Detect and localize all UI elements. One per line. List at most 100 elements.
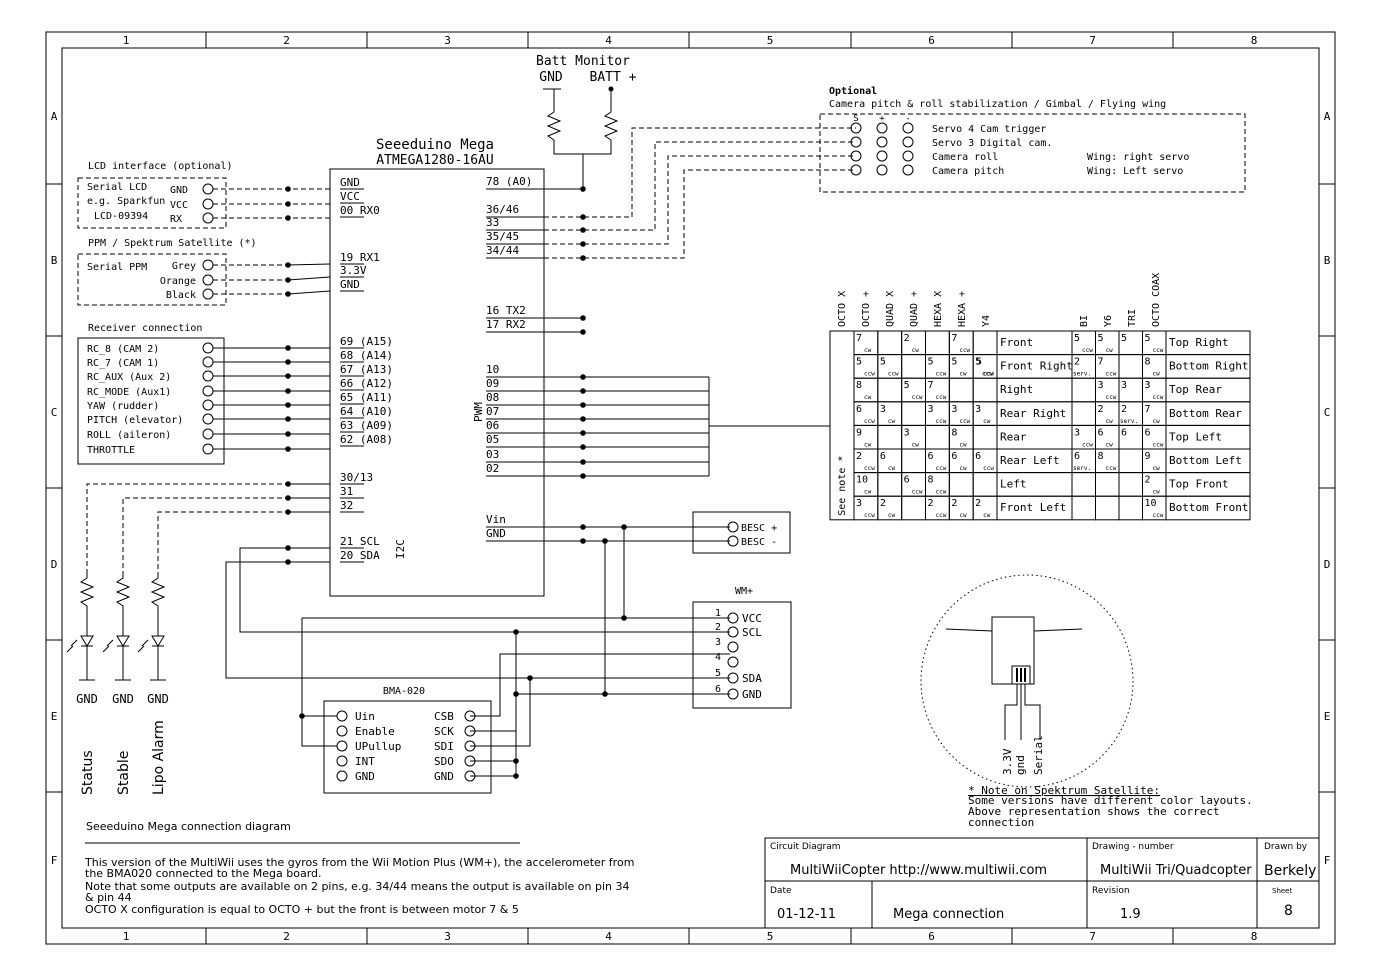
mega-right-pin: 07 — [486, 405, 499, 418]
description: Seeeduino Mega connection diagram This v… — [84, 820, 634, 916]
motor-number: 8 — [856, 380, 862, 391]
motor-number: 8 — [1098, 451, 1104, 462]
motor-rotation: ccw — [936, 371, 947, 378]
resistor-icon — [115, 574, 131, 636]
besc-connector: BESC +BESC - — [692, 511, 791, 554]
column-label: 7 — [1089, 930, 1096, 943]
motor-number: 7 — [928, 380, 934, 391]
ppm-title: PPM / Spektrum Satellite (*) — [88, 238, 257, 249]
motor-rotation: serv. — [1073, 371, 1091, 378]
motor-rotation: serv. — [1073, 465, 1091, 472]
wm-pin-number: 5 — [715, 668, 721, 679]
led-label: Stable — [116, 751, 132, 795]
wm-pin — [727, 641, 739, 653]
wm-pin-number: 1 — [715, 608, 721, 619]
motor-number: 5 — [880, 357, 886, 368]
column-label: 7 — [1089, 34, 1096, 47]
motor-number: 6 — [1098, 427, 1104, 438]
motor-rotation: ccw — [936, 418, 947, 425]
motor-number: 5 — [975, 357, 981, 368]
desc-line: This version of the MultiWii uses the gy… — [84, 856, 634, 869]
motor-rotation: cw — [1153, 371, 1161, 378]
motor-config-header: TRI — [1127, 309, 1138, 327]
motor-rotation: ccw — [983, 371, 994, 378]
row-label: D — [51, 558, 58, 571]
motor-rotation: ccw — [936, 394, 947, 401]
motor-number: 3 — [904, 427, 910, 438]
note-line: Some versions have different color layou… — [968, 794, 1253, 807]
motor-rotation: cw — [983, 418, 991, 425]
lcd-line: e.g. Sparkfun — [87, 196, 165, 207]
mega-left-pin: 19 RX1 — [340, 251, 380, 264]
column-label: 5 — [767, 930, 774, 943]
motor-position-label: Bottom Left — [1169, 454, 1242, 467]
camera-servo-label: Servo 3 Digital cam. — [932, 138, 1052, 149]
note-line: Above representation shows the correct — [968, 805, 1220, 818]
motor-number: 7 — [1145, 404, 1151, 415]
spektrum-satellite-drawing: 3.3V gnd Serial — [920, 574, 1134, 788]
desc-line: Note that some outputs are available on … — [85, 880, 630, 893]
mega-left-pin: 67 (A13) — [340, 363, 393, 376]
motor-number: 10 — [856, 475, 868, 486]
mega-right-pin: 33 — [486, 216, 499, 229]
receiver-pin-label: YAW (rudder) — [87, 401, 159, 412]
motor-rotation: cw — [888, 465, 896, 472]
motor-position-label: Top Right — [1169, 336, 1229, 349]
motor-number: 8 — [1145, 357, 1151, 368]
motor-number: 3 — [1074, 427, 1080, 438]
bma-pin — [336, 710, 348, 722]
batt-title: Batt Monitor — [536, 54, 630, 69]
motor-rotation: cw — [888, 512, 896, 519]
motor-rotation: ccw — [888, 371, 899, 378]
lcd-line: Serial LCD — [87, 182, 147, 193]
motor-rotation: cw — [983, 512, 991, 519]
motor-rotation: ccw — [1153, 512, 1164, 519]
mega-right-pin: 10 — [486, 363, 499, 376]
motor-number: 3 — [951, 404, 957, 415]
row-label: B — [51, 254, 58, 267]
motor-number: 5 — [1074, 333, 1080, 344]
motor-rotation: ccw — [936, 512, 947, 519]
column-label: 2 — [283, 930, 290, 943]
receiver-pin-label: PITCH (elevator) — [87, 415, 183, 426]
mega-left-pin: 31 — [340, 485, 353, 498]
led-icon — [151, 635, 165, 647]
motor-rotation: ccw — [1153, 347, 1164, 354]
servo-pin — [876, 136, 888, 148]
title-block: Circuit Diagram MultiWiiCopter http://ww… — [764, 837, 1320, 929]
motor-number: 8 — [951, 427, 957, 438]
motor-rotation: ccw — [959, 418, 970, 425]
mega-left-pin: 69 (A15) — [340, 335, 393, 348]
wm-pin-number: 2 — [715, 622, 721, 633]
motor-number: 6 — [856, 404, 862, 415]
receiver-pin-label: ROLL (aileron) — [87, 430, 171, 441]
receiver-pin-label: RC_8 (CAM 2) — [87, 344, 159, 355]
motor-number: 2 — [928, 498, 934, 509]
circuit-label: Circuit Diagram — [770, 842, 840, 852]
column-label: 4 — [605, 34, 612, 47]
mega-left-pin: 63 (A09) — [340, 419, 393, 432]
mega-right-pin: GND — [486, 527, 506, 540]
motor-number: 6 — [1074, 451, 1080, 462]
lcd-pin-label: GND — [170, 185, 188, 196]
motor-rotation: ccw — [1106, 465, 1117, 472]
motor-rotation: ccw — [936, 465, 947, 472]
column-label: 3 — [444, 34, 451, 47]
mega-left-pin: 66 (A12) — [340, 377, 393, 390]
sat-pin-serial: Serial — [1032, 735, 1045, 775]
motor-number: 2 — [856, 451, 862, 462]
column-label: 1 — [123, 930, 130, 943]
motor-position-label: Rear Left — [1000, 454, 1060, 467]
mega-right-pin: 16 TX2 — [486, 304, 526, 317]
motor-rotation: ccw — [864, 371, 875, 378]
motor-number: 3 — [1121, 380, 1127, 391]
column-label: 8 — [1251, 930, 1258, 943]
mega-right-pin: 05 — [486, 433, 499, 446]
motor-position-label: Top Rear — [1169, 383, 1222, 396]
motor-rotation: ccw — [982, 371, 993, 378]
lcd-pin — [202, 212, 214, 224]
